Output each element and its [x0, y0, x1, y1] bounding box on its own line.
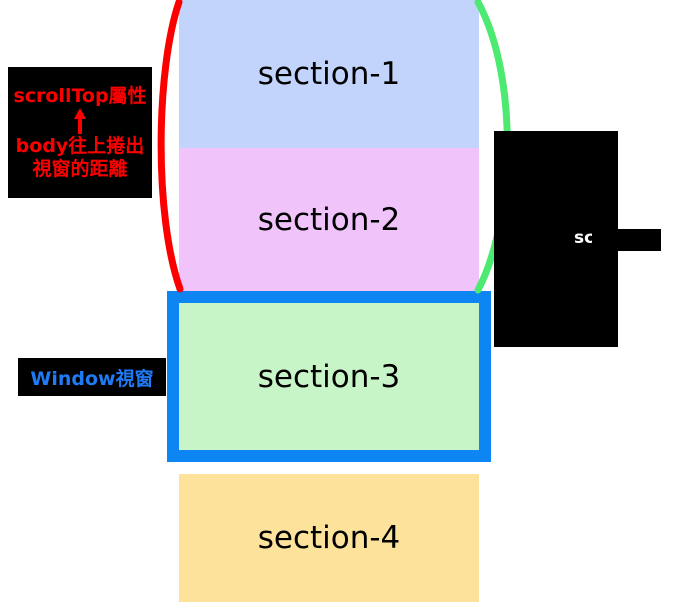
- section-1-block: section-1: [179, 0, 479, 148]
- window-callout-label: Window視窗: [30, 367, 154, 390]
- red-arc-brace: [157, 0, 184, 293]
- window-viewport-frame: [167, 291, 491, 462]
- scrolltop-description-line-1: body往上捲出: [15, 135, 145, 158]
- section-2-label: section-2: [257, 201, 401, 238]
- section-3-block: section-3: [179, 303, 479, 450]
- section-4-label: section-4: [257, 520, 401, 556]
- section-3-label: section-3: [257, 358, 401, 395]
- scrolltop-title: scrollTop屬性: [13, 84, 147, 107]
- window-callout: Window視窗: [18, 358, 166, 396]
- arrow-up-icon: [74, 108, 86, 135]
- section-2-block: section-2: [179, 148, 479, 291]
- scrolltop-description-line-2: 視窗的距離: [32, 157, 128, 180]
- section-1-label: section-1: [257, 56, 401, 92]
- scrollheight-redaction-bar: [592, 229, 661, 251]
- scrolltop-callout: scrollTop屬性 body往上捲出 視窗的距離: [8, 67, 152, 198]
- section-4-block: section-4: [179, 474, 479, 602]
